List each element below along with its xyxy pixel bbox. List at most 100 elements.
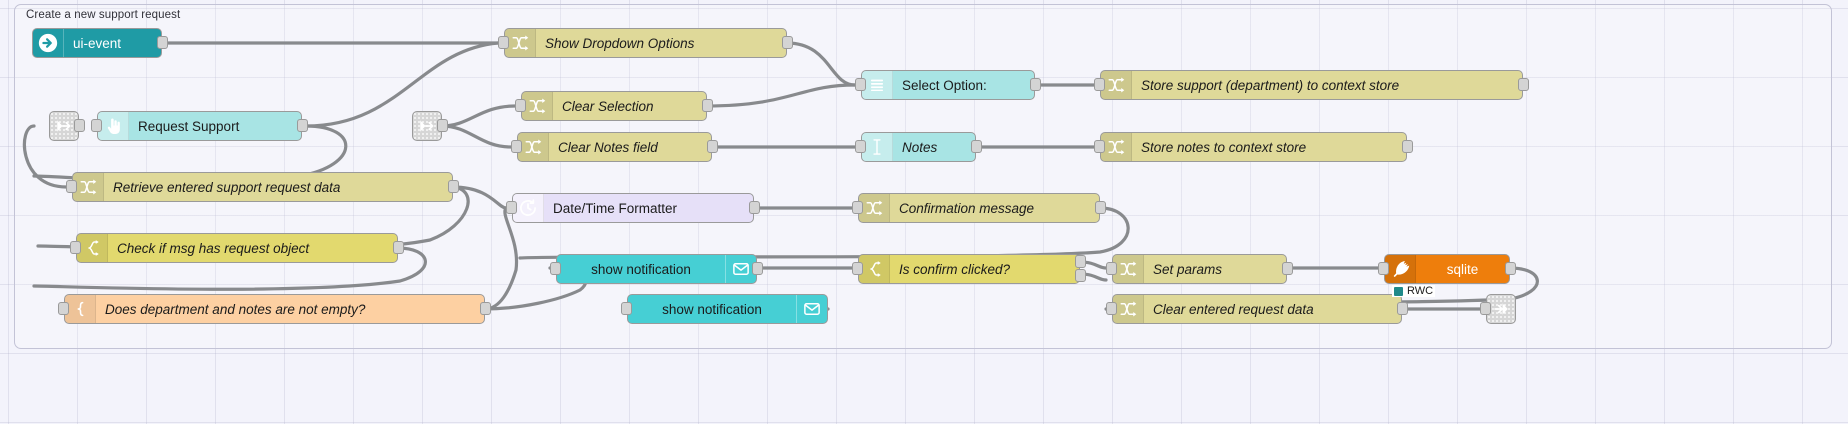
feather-icon — [1385, 255, 1416, 283]
node-output-port[interactable] — [1095, 201, 1106, 214]
node-output-port[interactable] — [1505, 262, 1516, 275]
node-output-port[interactable] — [749, 201, 760, 214]
node-label: Request Support — [138, 118, 240, 134]
node-check-request[interactable]: Check if msg has request object — [76, 233, 398, 263]
node-input-port[interactable] — [852, 201, 863, 214]
node-sqlite[interactable]: sqlite — [1384, 254, 1510, 284]
change-shuffle-icon — [859, 194, 890, 222]
node-label: Is confirm clicked? — [899, 261, 1011, 277]
node-input-port[interactable] — [506, 201, 517, 214]
node-input-port[interactable] — [66, 180, 77, 193]
wire-12[interactable] — [32, 246, 427, 291]
node-notify-1[interactable]: show notification — [556, 254, 757, 284]
node-input-port[interactable] — [1480, 302, 1491, 315]
link-out-icon — [1492, 300, 1510, 318]
function-braces-icon — [65, 295, 96, 323]
node-dept-notes-check[interactable]: Does department and notes are not empty? — [64, 294, 485, 324]
node-clear-notes[interactable]: Clear Notes field — [517, 132, 712, 162]
arrow-right-circle-icon — [33, 29, 64, 57]
node-input-port[interactable] — [91, 119, 102, 132]
node-output-port[interactable] — [1518, 78, 1529, 91]
node-output-port[interactable] — [1075, 255, 1086, 268]
node-store-notes[interactable]: Store notes to context store — [1100, 132, 1407, 162]
node-output-port[interactable] — [971, 140, 982, 153]
hand-pointer-icon — [98, 112, 129, 140]
node-clear-selection[interactable]: Clear Selection — [521, 91, 707, 121]
node-datetime-fmt[interactable]: Date/Time Formatter — [512, 193, 754, 223]
node-output-port[interactable] — [752, 262, 763, 275]
node-show-dropdown[interactable]: Show Dropdown Options — [504, 28, 787, 58]
dropdown-list-icon — [862, 71, 893, 99]
link-in-icon — [418, 117, 436, 135]
clock-icon — [513, 194, 544, 222]
node-output-port[interactable] — [1075, 269, 1086, 282]
change-shuffle-icon — [1113, 295, 1144, 323]
node-output-port[interactable] — [448, 180, 459, 193]
node-input-port[interactable] — [855, 140, 866, 153]
node-output-port[interactable] — [157, 36, 168, 49]
node-select-option[interactable]: Select Option: — [861, 70, 1035, 100]
node-input-port[interactable] — [621, 302, 632, 315]
node-retrieve-data[interactable]: Retrieve entered support request data — [72, 172, 453, 202]
node-label: ui-event — [73, 35, 122, 51]
node-input-port[interactable] — [1106, 302, 1117, 315]
node-input-port[interactable] — [515, 99, 526, 112]
node-label: Date/Time Formatter — [553, 200, 678, 216]
node-store-support[interactable]: Store support (department) to context st… — [1100, 70, 1523, 100]
node-is-confirm[interactable]: Is confirm clicked? — [858, 254, 1080, 284]
node-label: Confirmation message — [899, 200, 1035, 216]
node-output-port[interactable] — [393, 241, 404, 254]
node-confirm-msg[interactable]: Confirmation message — [858, 193, 1100, 223]
wire-7[interactable] — [440, 124, 513, 149]
wire-2[interactable] — [22, 124, 68, 189]
node-input-port[interactable] — [1094, 140, 1105, 153]
change-shuffle-icon — [505, 29, 536, 57]
status-dot-icon — [1394, 286, 1403, 296]
node-input-port[interactable] — [498, 36, 509, 49]
node-output-port[interactable] — [437, 119, 448, 132]
wire-1[interactable] — [304, 41, 500, 128]
wire-14[interactable] — [483, 206, 519, 311]
node-output-port[interactable] — [297, 119, 308, 132]
node-notes[interactable]: Notes — [861, 132, 976, 162]
wire-6[interactable] — [440, 104, 517, 128]
node-input-port[interactable] — [511, 140, 522, 153]
node-set-params[interactable]: Set params — [1112, 254, 1287, 284]
node-input-port[interactable] — [1378, 262, 1389, 275]
node-input-port[interactable] — [1094, 78, 1105, 91]
node-input-port[interactable] — [70, 241, 81, 254]
node-label: Check if msg has request object — [117, 240, 310, 256]
wire-4[interactable] — [785, 41, 857, 87]
node-notify-2[interactable]: show notification — [627, 294, 828, 324]
node-input-port[interactable] — [852, 262, 863, 275]
node-label: Store support (department) to context st… — [1141, 77, 1400, 93]
node-clear-request[interactable]: Clear entered request data — [1112, 294, 1402, 324]
node-output-port[interactable] — [74, 119, 85, 132]
node-link-in-2[interactable] — [412, 111, 442, 141]
status-label: RWC — [1407, 285, 1434, 297]
node-output-port[interactable] — [702, 99, 713, 112]
node-output-port[interactable] — [1030, 78, 1041, 91]
change-shuffle-icon — [1113, 255, 1144, 283]
node-output-port[interactable] — [1402, 140, 1413, 153]
change-shuffle-icon — [73, 173, 104, 201]
node-ui-event[interactable]: ui-event — [32, 28, 162, 58]
node-label: Select Option: — [902, 77, 987, 93]
node-input-port[interactable] — [58, 302, 69, 315]
node-input-port[interactable] — [550, 262, 561, 275]
node-input-port[interactable] — [1106, 262, 1117, 275]
change-shuffle-icon — [522, 92, 553, 120]
node-output-port[interactable] — [782, 36, 793, 49]
node-output-port[interactable] — [707, 140, 718, 153]
node-link-out-1[interactable] — [1486, 294, 1516, 324]
node-input-port[interactable] — [855, 78, 866, 91]
wire-5[interactable] — [705, 83, 857, 108]
node-output-port[interactable] — [1282, 262, 1293, 275]
wire-11[interactable] — [451, 185, 508, 210]
change-shuffle-icon — [518, 133, 549, 161]
node-request-support[interactable]: Request Support — [97, 111, 302, 141]
switch-branch-icon — [77, 234, 108, 262]
node-output-port[interactable] — [480, 302, 491, 315]
node-output-port[interactable] — [1397, 302, 1408, 315]
